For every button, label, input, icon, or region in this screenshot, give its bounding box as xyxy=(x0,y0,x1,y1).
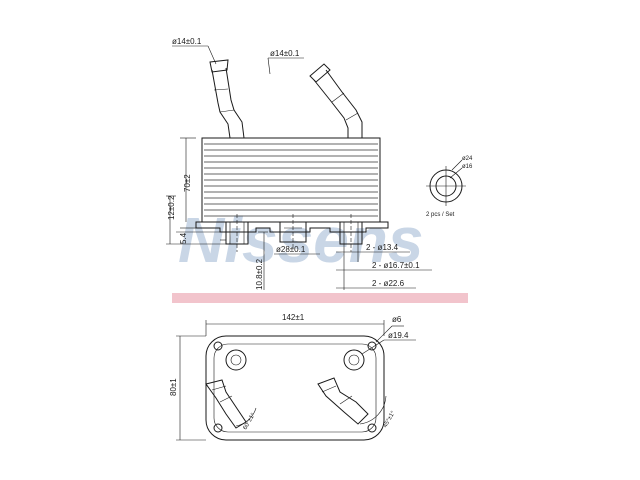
dim-angle-right: 45°±1° xyxy=(383,410,398,429)
oring-inner: ø16 xyxy=(462,164,473,170)
core-fins xyxy=(204,143,378,217)
right-tube xyxy=(309,63,363,138)
mounting-plate xyxy=(205,335,385,441)
port-left xyxy=(225,349,247,371)
bottom-tube-right xyxy=(317,377,369,425)
dim-port-height: 12±0.2 xyxy=(167,195,176,220)
bolt-hole-bl xyxy=(213,423,223,433)
left-tube xyxy=(209,59,245,139)
dim-port-a: 2 - ø13.4 xyxy=(366,243,399,252)
oring-detail: ø24 ø16 2 pcs / Set xyxy=(426,156,473,218)
bolt-hole-br xyxy=(367,423,377,433)
dim-boss-dia: ø19.4 xyxy=(388,331,409,340)
bottom-tube-left xyxy=(205,379,247,429)
port-right xyxy=(343,349,365,371)
dim-center-dia: ø28±0.1 xyxy=(276,245,306,254)
bolt-hole-tr xyxy=(367,341,377,351)
dim-port-b: 2 - ø16.7±0.1 xyxy=(372,261,420,270)
dim-core-height: 70±2 xyxy=(183,174,192,192)
watermark-band xyxy=(172,293,468,303)
dim-bolt-hole: ø6 xyxy=(392,315,402,324)
bottom-view: 142±1 80±1 ø6 ø19.4 60°±1° 45°±1° xyxy=(169,313,416,441)
dim-height: 80±1 xyxy=(169,378,178,396)
dim-port-c: 2 - ø22.6 xyxy=(372,279,405,288)
dim-tube-left: ø14±0.1 xyxy=(172,37,202,46)
dim-boss-height: 10.8±0.2 xyxy=(255,258,264,290)
top-view: ø14±0.1 ø14±0.1 70±2 12±0.2 5.4 ø28±0.1 … xyxy=(166,37,432,290)
bolt-hole-tl xyxy=(213,341,223,351)
dim-tube-right: ø14±0.1 xyxy=(270,49,300,58)
dim-width: 142±1 xyxy=(282,313,305,322)
oring-qty: 2 pcs / Set xyxy=(426,212,455,218)
dim-angle-left: 60°±1° xyxy=(243,412,258,431)
oring-outer: ø24 xyxy=(462,156,473,162)
dim-offset-small: 5.4 xyxy=(179,232,188,244)
base-plate xyxy=(195,221,389,233)
